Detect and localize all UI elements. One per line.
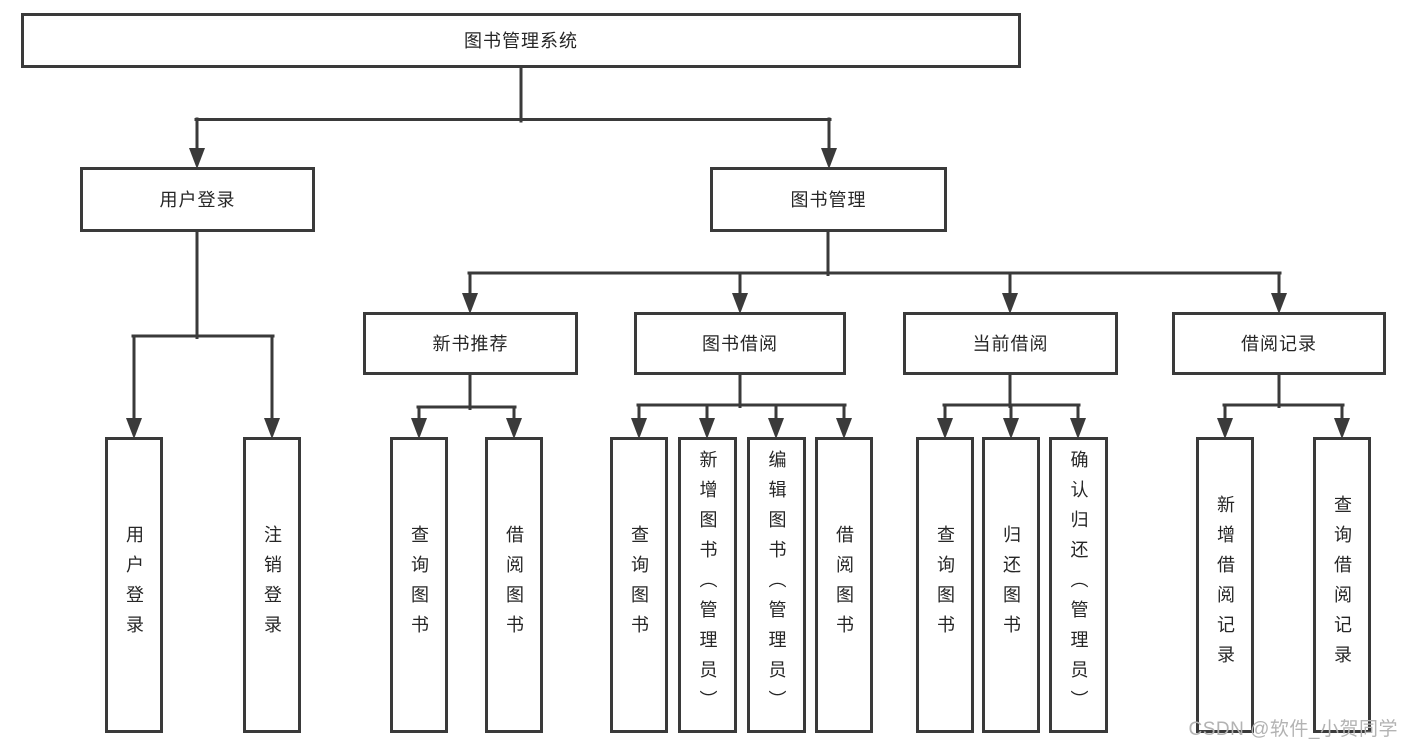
node-root-label: 图书管理系统 [464, 30, 578, 51]
connector-borrow-records-to-leaves [1217, 372, 1350, 439]
leaf-add-book-admin: 新增图书（管理员） [678, 437, 737, 733]
node-book-borrowing: 图书借阅 [634, 312, 846, 375]
leaf-confirm-return-admin: 确认归还（管理员） [1049, 437, 1108, 733]
node-current-borrowing: 当前借阅 [903, 312, 1118, 375]
leaf-query-books-current: 查询图书 [916, 437, 974, 733]
leaf-borrow-books-borrowing-label: 借阅图书 [834, 525, 854, 645]
leaf-query-borrow-record-label: 查询借阅记录 [1332, 495, 1352, 675]
leaf-query-books-current-label: 查询图书 [935, 525, 955, 645]
node-root: 图书管理系统 [21, 13, 1021, 68]
csdn-watermark: CSDN @软件_小贺同学 [1188, 719, 1398, 740]
leaf-user-login-label: 用户登录 [124, 525, 144, 645]
connector-user-login-to-leaves [126, 229, 280, 439]
connector-new-books-to-leaves [411, 372, 522, 439]
leaf-edit-book-admin: 编辑图书（管理员） [747, 437, 806, 733]
node-book-management: 图书管理 [710, 167, 947, 232]
leaf-query-books-borrowing-label: 查询图书 [629, 525, 649, 645]
node-current-borrowing-label: 当前借阅 [972, 333, 1049, 354]
leaf-confirm-return-admin-label: 确认归还（管理员） [1068, 450, 1089, 720]
node-user-login-label: 用户登录 [159, 189, 236, 210]
leaf-borrow-books-borrowing: 借阅图书 [815, 437, 873, 733]
node-new-book-recommend-label: 新书推荐 [432, 333, 509, 354]
leaf-add-book-admin-label: 新增图书（管理员） [697, 450, 718, 720]
leaf-query-borrow-record: 查询借阅记录 [1313, 437, 1371, 733]
leaf-return-books: 归还图书 [982, 437, 1040, 733]
connector-root-to-level2 [189, 65, 837, 169]
leaf-return-books-label: 归还图书 [1001, 525, 1021, 645]
node-borrow-records: 借阅记录 [1172, 312, 1386, 375]
leaf-add-borrow-record: 新增借阅记录 [1196, 437, 1254, 733]
leaf-borrow-books-recommend: 借阅图书 [485, 437, 543, 733]
node-borrow-records-label: 借阅记录 [1241, 333, 1317, 354]
node-new-book-recommend: 新书推荐 [363, 312, 578, 375]
leaf-query-books-recommend-label: 查询图书 [409, 525, 429, 645]
leaf-add-borrow-record-label: 新增借阅记录 [1215, 495, 1235, 675]
connector-book-management-to-level3 [462, 229, 1287, 314]
leaf-query-books-recommend: 查询图书 [390, 437, 448, 733]
leaf-logout: 注销登录 [243, 437, 301, 733]
node-user-login: 用户登录 [80, 167, 315, 232]
leaf-logout-label: 注销登录 [262, 525, 282, 645]
node-book-borrowing-label: 图书借阅 [702, 333, 778, 354]
node-book-management-label: 图书管理 [790, 189, 867, 210]
leaf-edit-book-admin-label: 编辑图书（管理员） [766, 450, 787, 720]
connector-book-borrowing-to-leaves [631, 372, 852, 439]
leaf-borrow-books-recommend-label: 借阅图书 [504, 525, 524, 645]
leaf-user-login: 用户登录 [105, 437, 163, 733]
leaf-query-books-borrowing: 查询图书 [610, 437, 668, 733]
connector-current-borrowing-to-leaves [937, 372, 1086, 439]
